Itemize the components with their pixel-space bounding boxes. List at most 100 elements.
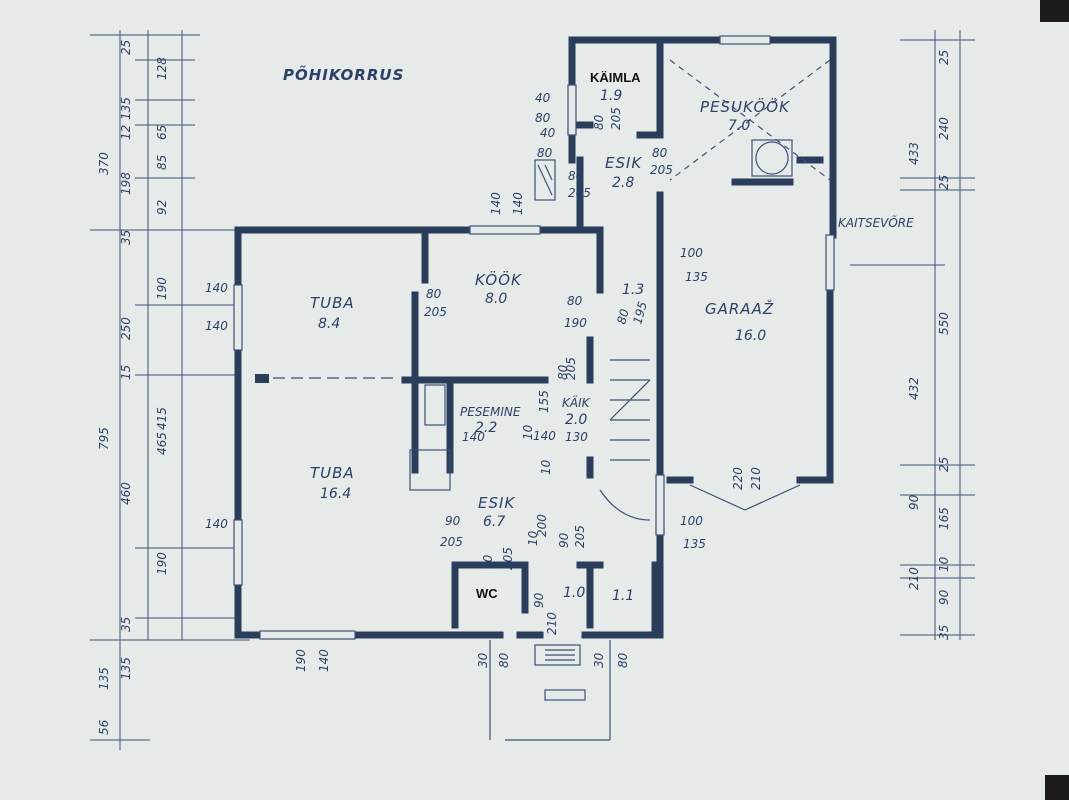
opening-dimension-label: 80 — [568, 169, 584, 183]
room-area-small-b: 1.1 — [612, 588, 634, 604]
room-area-tuba-small: 8.4 — [318, 316, 340, 332]
opening-dimension-label: 130 — [565, 430, 588, 444]
opening-dimension-label: 100 — [680, 514, 703, 528]
left-dimension-label: 190 — [155, 552, 169, 575]
right-dimension-lines — [850, 30, 975, 640]
right-dimension-label: 550 — [937, 312, 951, 335]
opening-dimension-label: 90 — [557, 532, 571, 548]
room-name-pesemine: PESEMINE — [460, 405, 521, 419]
room-name-esik-top: ESIK — [605, 154, 642, 172]
room-name-kaik: KÄIK — [562, 395, 591, 410]
opening-dimension-label: 205 — [440, 535, 463, 549]
opening-dimension-label: 80 — [592, 114, 606, 130]
right-dimension-label: 25 — [937, 457, 951, 472]
opening-dimension-label: 30 — [592, 652, 606, 668]
kaitsevore-label: KAITSEVÕRE — [838, 215, 914, 230]
room-area-tuba-big: 16.4 — [320, 486, 351, 502]
room-area-kook: 8.0 — [485, 291, 507, 307]
left-dimension-label: 128 — [155, 57, 169, 80]
opening-dimension-label: 200 — [535, 514, 549, 537]
opening-dimension-label: 135 — [683, 537, 706, 551]
right-dimension-label: 10 — [937, 556, 951, 572]
opening-dimension-label: 205 — [609, 107, 623, 130]
left-dimension-label: 12 — [119, 125, 133, 140]
scan-corner-top — [1040, 0, 1069, 22]
left-dimension-label: 198 — [119, 172, 133, 195]
opening-dimension-label: 140 — [317, 649, 331, 672]
plan-title: PÕHIKORRUS — [283, 65, 404, 84]
opening-dimension-label: 80 — [426, 287, 442, 301]
left-dimension-label: 135 — [119, 97, 133, 120]
right-dimension-label: 433 — [907, 142, 921, 165]
opening-dimension-label: 80 — [537, 146, 553, 160]
left-dimension-numbers: 3707951355625135121286519885923525019015… — [97, 40, 169, 735]
room-name-wc: WC — [476, 586, 498, 601]
opening-dimension-label: 220 — [731, 467, 745, 490]
room-area-garaaz: 16.0 — [735, 328, 766, 344]
room-name-garaaz: GARAAŽ — [705, 299, 774, 318]
details — [255, 59, 831, 741]
right-dimension-label: 165 — [937, 507, 951, 530]
right-dimension-label: 240 — [937, 117, 951, 140]
room-name-kaimla: KÄIMLA — [590, 70, 641, 85]
opening-dimension-label: 80 — [556, 364, 570, 380]
right-dimension-label: 90 — [937, 589, 951, 605]
left-dimension-label: 35 — [119, 230, 133, 245]
opening-dimension-label: 190 — [294, 649, 308, 672]
room-area-small-a: 1.0 — [563, 585, 585, 601]
opening-dimension-label: 140 — [205, 319, 228, 333]
left-dimension-label: 56 — [97, 719, 111, 735]
right-dimension-label: 432 — [907, 377, 921, 400]
right-dimension-label: 210 — [907, 567, 921, 590]
opening-dimension-label: 140 — [205, 517, 228, 531]
left-dimension-label: 460 — [119, 482, 133, 505]
right-dimension-label: 25 — [937, 175, 951, 190]
opening-dimension-label: 10 — [521, 424, 535, 440]
opening-dimension-label: 40 — [535, 91, 551, 105]
room-name-kook: KÖÖK — [475, 270, 522, 289]
room-area-pesukook: 7.0 — [728, 118, 750, 134]
left-dimension-label: 92 — [155, 200, 169, 215]
opening-dimension-label: 80 — [614, 307, 632, 326]
right-dimension-label: 90 — [907, 494, 921, 510]
room-area-kaik: 2.0 — [565, 412, 587, 428]
room-name-esik-bottom: ESIK — [478, 494, 515, 512]
left-dimension-label: 135 — [97, 667, 111, 690]
opening-dimension-label: 210 — [545, 612, 559, 635]
left-dimension-label: 15 — [119, 365, 133, 380]
room-area-stair: 1.3 — [622, 282, 644, 298]
opening-dimension-label: 90 — [445, 514, 461, 528]
opening-dimension-label: 195 — [630, 300, 649, 326]
room-area-pesemine: 2.2 — [475, 420, 497, 436]
right-dimension-label: 35 — [937, 625, 951, 640]
left-dimension-label: 65 — [155, 125, 169, 140]
left-dimension-label: 250 — [119, 317, 133, 340]
opening-dimension-label: 10 — [539, 459, 553, 475]
left-dimension-label: 465 — [155, 432, 169, 455]
left-dimension-label: 795 — [97, 427, 111, 450]
opening-dimension-label: 80 — [497, 652, 511, 668]
opening-dimension-label: 100 — [680, 246, 703, 260]
room-area-esik-top: 2.8 — [612, 175, 634, 191]
opening-dimension-label: 80 — [535, 111, 551, 125]
windows — [233, 35, 835, 640]
opening-dimension-label: 135 — [685, 270, 708, 284]
opening-dimension-label: 80 — [567, 294, 583, 308]
left-dimension-label: 415 — [155, 407, 169, 430]
opening-dimension-label: 30 — [476, 652, 490, 668]
opening-dimension-label: 40 — [540, 126, 556, 140]
opening-dimension-label: 205 — [573, 525, 587, 548]
opening-dimension-label: 140 — [462, 430, 485, 444]
room-labels: KÄIMLA 1.9 PESUKÖÖK 7.0 ESIK 2.8 KÖÖK 8.… — [310, 70, 914, 604]
left-dimension-label: 25 — [119, 40, 133, 55]
opening-dimension-label: 140 — [205, 281, 228, 295]
left-dimension-label: 85 — [155, 155, 169, 170]
room-area-esik-bottom: 6.7 — [483, 514, 505, 530]
opening-dimension-label: 140 — [489, 192, 503, 215]
left-dimension-label: 35 — [119, 617, 133, 632]
opening-dimension-label: 205 — [564, 357, 578, 380]
opening-dimension-label: 155 — [537, 390, 551, 413]
